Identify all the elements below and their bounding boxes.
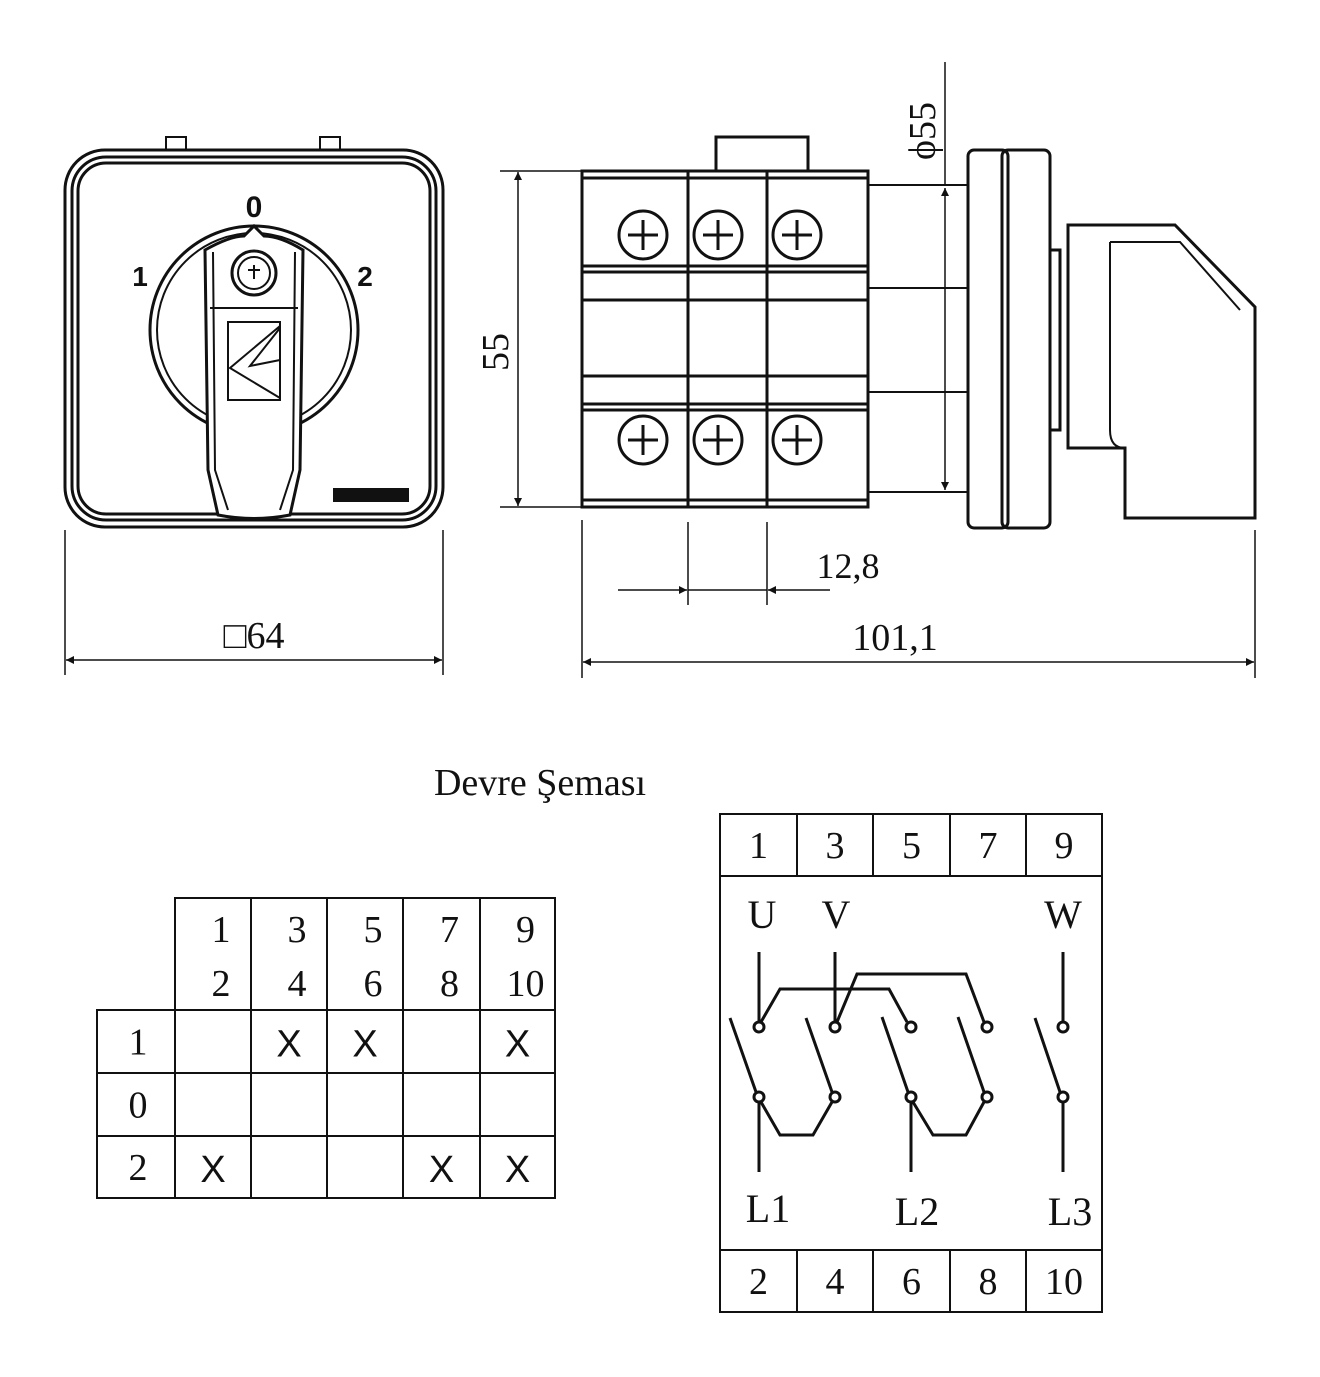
diameter-dimension: ϕ55 — [902, 102, 944, 160]
contact-closed-mark: X — [200, 1149, 225, 1191]
output-label-w: W — [1044, 892, 1082, 937]
contact-closed-mark: X — [429, 1149, 454, 1191]
column-header-top: 1 — [212, 909, 231, 951]
input-label-l3: L3 — [1048, 1189, 1092, 1234]
knob-handle[interactable] — [203, 223, 305, 520]
column-header-top: 7 — [440, 909, 459, 951]
column-header-bottom: 6 — [364, 963, 383, 1005]
row-position-label: 1 — [129, 1022, 148, 1064]
input-label-l1: L1 — [746, 1186, 790, 1231]
column-header-top: 5 — [364, 909, 383, 951]
schematic-title: Devre Şeması — [434, 762, 646, 804]
top-terminal-number: 5 — [902, 825, 921, 867]
contact-terminals — [752, 1020, 1070, 1104]
contact-closed-mark: X — [505, 1149, 530, 1191]
circuit-lines — [728, 952, 1065, 1172]
output-label-v: V — [822, 892, 851, 937]
column-header-bottom: 2 — [212, 963, 231, 1005]
terminal-screws — [617, 209, 823, 466]
contact-closed-mark: X — [276, 1024, 301, 1066]
input-label-l2: L2 — [895, 1189, 939, 1234]
rear-handle — [1066, 223, 1257, 520]
top-terminal-number: 3 — [826, 825, 845, 867]
top-terminal-number: 1 — [749, 825, 768, 867]
wiring-diagram: U V W L1 L2 L3 1 3 5 7 9 2 4 6 8 10 — [719, 813, 1103, 1313]
mounting-tab — [165, 136, 341, 150]
output-label-u: U — [748, 892, 777, 937]
width-dimension: □64 — [224, 615, 285, 657]
bottom-terminal-number: 4 — [826, 1261, 845, 1303]
column-header-top: 3 — [288, 909, 307, 951]
pitch-dimension: 12,8 — [817, 546, 880, 586]
side-view: ϕ55 55 12,8 101,1 — [475, 62, 1257, 678]
dial-label-2: 2 — [357, 261, 373, 292]
screw-icon — [237, 256, 271, 290]
bottom-terminal-number: 6 — [902, 1261, 921, 1303]
brand-logo — [227, 321, 281, 401]
bottom-terminal-number: 2 — [749, 1261, 768, 1303]
dial-label-0: 0 — [246, 191, 263, 224]
column-header-bottom: 8 — [440, 963, 459, 1005]
bottom-terminal-number: 8 — [979, 1261, 998, 1303]
column-header-top: 9 — [516, 909, 535, 951]
row-position-label: 0 — [129, 1085, 148, 1127]
label-plate — [333, 488, 409, 502]
contact-closed-mark: X — [505, 1024, 530, 1066]
contact-closed-mark: X — [352, 1024, 377, 1066]
row-position-label: 2 — [129, 1147, 148, 1189]
front-view: 0 1 2 □64 — [63, 136, 445, 675]
bottom-terminal-number: 10 — [1045, 1261, 1083, 1303]
top-terminal-number: 7 — [979, 825, 998, 867]
dial-label-1: 1 — [132, 261, 148, 292]
length-dimension: 101,1 — [852, 617, 938, 659]
top-terminal-number: 9 — [1055, 825, 1074, 867]
column-header-bottom: 10 — [507, 963, 545, 1005]
column-header-bottom: 4 — [288, 963, 307, 1005]
height-dimension: 55 — [475, 333, 517, 371]
